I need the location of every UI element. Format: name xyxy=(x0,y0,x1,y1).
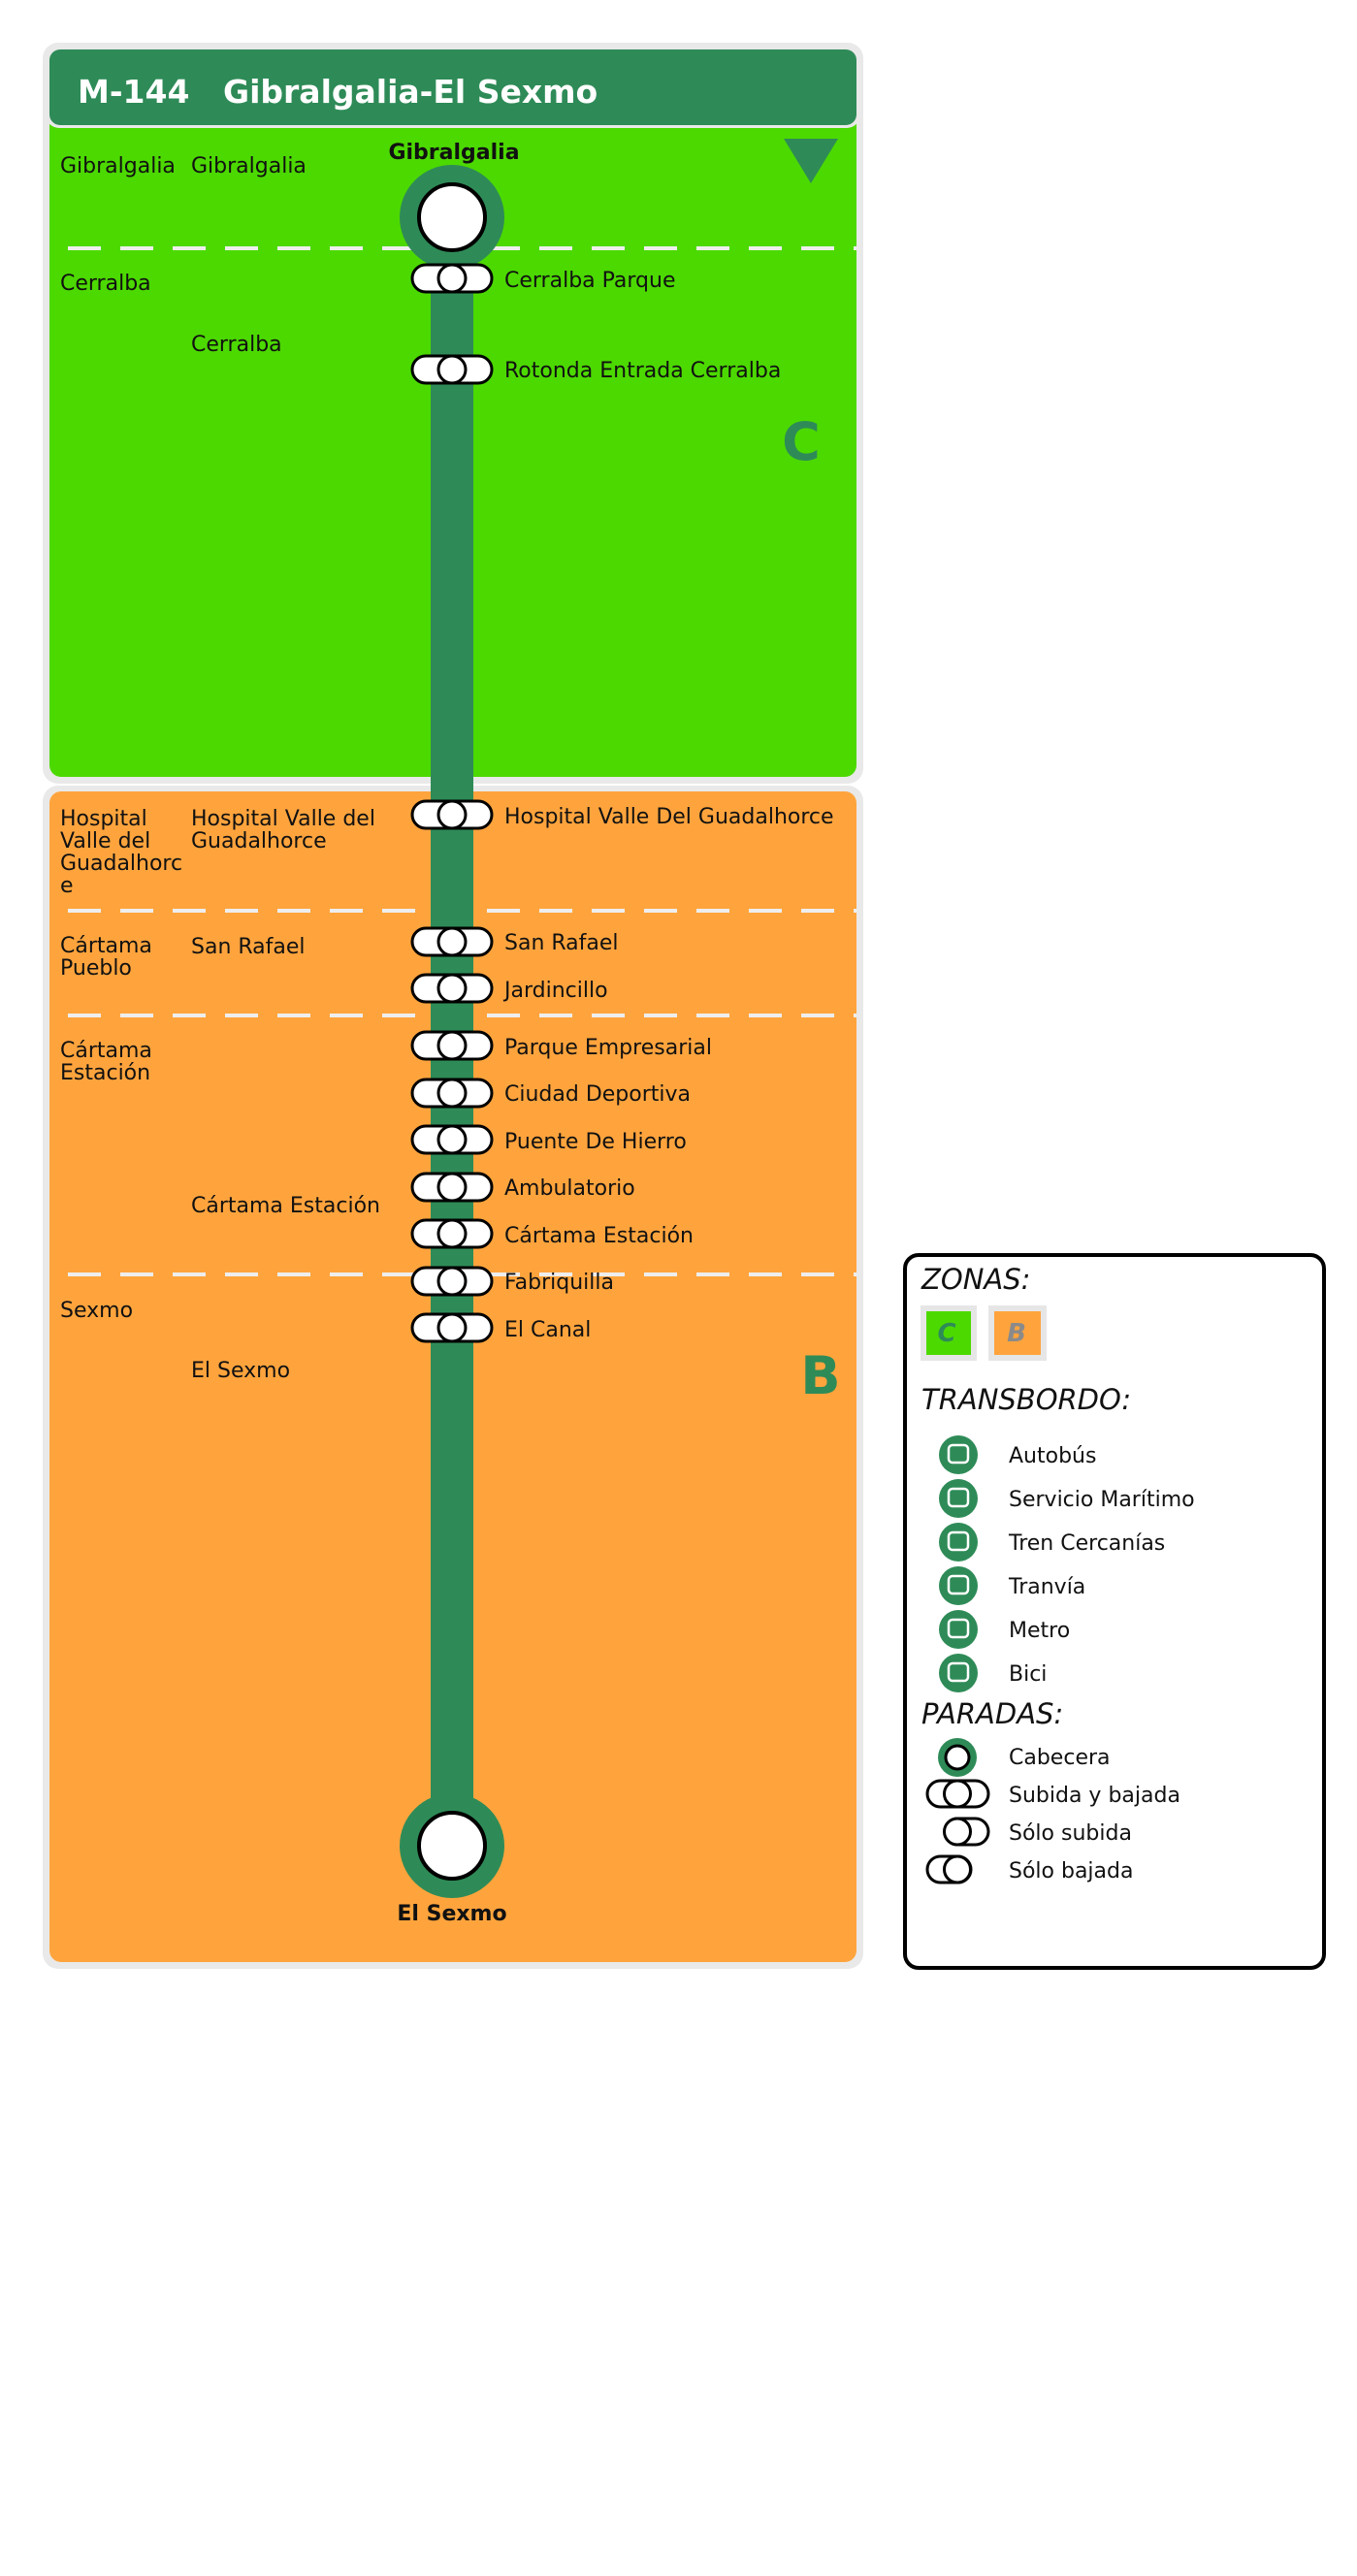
train-icon xyxy=(939,1523,978,1562)
municipality-label: Gibralgalia xyxy=(60,154,176,178)
stop-label: Jardincillo xyxy=(502,979,608,1003)
locality-label: Cerralba xyxy=(191,333,282,357)
bus-icon-glyph xyxy=(947,1443,970,1465)
stop-marker-icon xyxy=(410,1078,494,1109)
legend-zone-c-swatch xyxy=(926,1311,971,1355)
bus-icon xyxy=(939,1435,978,1474)
municipality-label: Sexmo xyxy=(60,1299,133,1323)
stop-labels: Cerralba Parque Rotonda Entrada Cerralba… xyxy=(502,269,834,1342)
stop-marker-icon xyxy=(410,799,494,830)
stop-marker-icon xyxy=(410,263,494,294)
tram-icon xyxy=(939,1566,978,1605)
legend-box xyxy=(903,1253,1326,1970)
bicycle-icon xyxy=(939,1654,978,1692)
terminal-end-label: El Sexmo xyxy=(397,1902,506,1926)
stop-marker-icon xyxy=(410,1266,494,1297)
locality-label: Cártama Estación xyxy=(191,1194,380,1218)
direction-triangle-icon xyxy=(784,139,838,183)
locality-label: El Sexmo xyxy=(191,1359,290,1383)
terminal-end-icon xyxy=(417,1811,487,1881)
legend-transfer-label: Bici xyxy=(1009,1662,1047,1687)
legend-zone-b-swatch xyxy=(994,1311,1041,1355)
stop-label: Parque Empresarial xyxy=(504,1036,712,1060)
municipality-label: Cerralba xyxy=(60,272,151,296)
terminal-start-label: Gibralgalia xyxy=(388,141,519,165)
stop-marker-icon xyxy=(410,1124,494,1155)
stop-label: Hospital Valle Del Guadalhorce xyxy=(504,805,834,829)
route-name: Gibralgalia-El Sexmo xyxy=(223,73,598,111)
train-icon-glyph xyxy=(947,1530,970,1552)
legend-zone-b-letter: B xyxy=(1007,1319,1026,1348)
stop-marker-icon xyxy=(410,926,494,957)
stop-label: Fabriquilla xyxy=(504,1271,614,1295)
legend-stop-labels: Cabecera Subida y bajada Sólo subida Sól… xyxy=(1009,1746,1180,1884)
stop-marker-icon xyxy=(410,354,494,385)
stop-label: Cerralba Parque xyxy=(504,269,676,293)
ship-icon xyxy=(939,1479,978,1518)
zone-c-letter: C xyxy=(782,411,821,472)
route-line xyxy=(431,215,473,1845)
stop-label: San Rafael xyxy=(504,931,619,955)
metro-icon-glyph xyxy=(947,1618,970,1639)
stop-marker-icon xyxy=(410,1172,494,1203)
header-bar xyxy=(49,49,856,125)
legend-transfer-label: Tren Cercanías xyxy=(1008,1531,1165,1556)
legend-stop-label: Cabecera xyxy=(1009,1746,1111,1770)
legend-transfer-title: TRANSBORDO: xyxy=(921,1383,1131,1416)
legend-zone-c-letter: C xyxy=(937,1319,955,1348)
stop-markers xyxy=(410,263,494,1343)
stop-marker-icon xyxy=(410,1312,494,1343)
locality-label: Gibralgalia xyxy=(191,154,307,178)
legend-transfer-label: Tranvía xyxy=(1008,1575,1085,1599)
terminal-start-icon xyxy=(417,182,487,252)
bicycle-icon-glyph xyxy=(947,1661,970,1683)
ship-icon-glyph xyxy=(947,1487,970,1508)
legend-stop-label: Sólo bajada xyxy=(1009,1859,1133,1884)
legend-transfer-label: Servicio Marítimo xyxy=(1009,1488,1195,1512)
stop-marker-icon xyxy=(410,1218,494,1249)
legend-stop-label: Subida y bajada xyxy=(1009,1784,1180,1808)
legend-zones-title: ZONAS: xyxy=(921,1263,1030,1296)
metro-icon xyxy=(939,1610,978,1649)
stop-marker-icon xyxy=(410,1030,494,1061)
stop-marker-icon xyxy=(410,973,494,1004)
route-code: M-144 xyxy=(78,73,189,111)
stop-label: Rotonda Entrada Cerralba xyxy=(504,359,781,383)
stop-label: Puente De Hierro xyxy=(504,1130,687,1154)
stop-label: Ciudad Deportiva xyxy=(504,1082,691,1107)
zone-b-letter: B xyxy=(800,1345,840,1406)
stop-label: Ambulatorio xyxy=(504,1176,635,1201)
legend-transfer-label: Metro xyxy=(1009,1619,1070,1643)
legend-stop-label: Sólo subida xyxy=(1009,1821,1132,1846)
locality-label: San Rafael xyxy=(191,935,306,959)
legend-stops-title: PARADAS: xyxy=(921,1697,1063,1730)
stop-label: El Canal xyxy=(504,1318,591,1342)
stop-label: Cártama Estación xyxy=(504,1224,694,1248)
tram-icon-glyph xyxy=(947,1574,970,1595)
legend-transfer-label: Autobús xyxy=(1009,1444,1096,1468)
